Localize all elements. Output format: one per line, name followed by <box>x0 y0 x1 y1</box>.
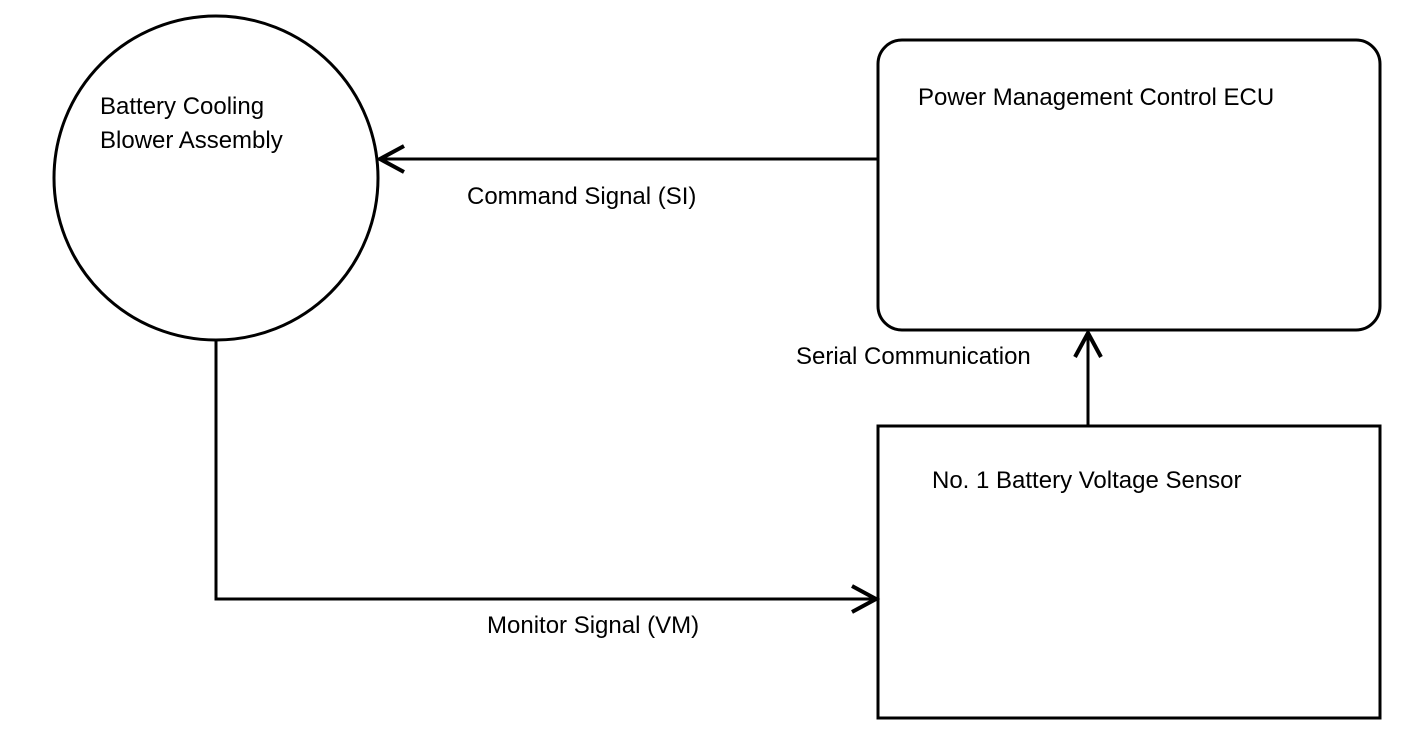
command-signal-label: Command Signal (SI) <box>467 183 696 210</box>
blower-label-line2: Blower Assembly <box>100 127 283 154</box>
sensor-box <box>876 424 1382 720</box>
command-signal-edge: Command Signal (SI) <box>375 144 878 210</box>
monitor-signal-arrowhead <box>851 584 881 614</box>
serial-communication-label: Serial Communication <box>796 343 1031 370</box>
serial-communication-arrowhead <box>1073 328 1103 358</box>
ecu-node: Power Management Control ECU <box>876 38 1382 332</box>
monitor-signal-label: Monitor Signal (VM) <box>487 612 699 639</box>
ecu-box <box>876 38 1382 332</box>
blower-label-line1: Battery Cooling <box>100 93 264 120</box>
ecu-label: Power Management Control ECU <box>918 84 1274 111</box>
monitor-signal-line <box>214 340 876 601</box>
serial-communication-edge: Serial Communication <box>796 328 1103 426</box>
blower-circle <box>52 14 380 342</box>
command-signal-arrowhead <box>375 144 405 174</box>
blower-node: Battery Cooling Blower Assembly <box>52 14 380 342</box>
sensor-node: No. 1 Battery Voltage Sensor <box>876 424 1382 720</box>
sensor-label: No. 1 Battery Voltage Sensor <box>932 467 1242 494</box>
monitor-signal-edge: Monitor Signal (VM) <box>214 340 881 639</box>
